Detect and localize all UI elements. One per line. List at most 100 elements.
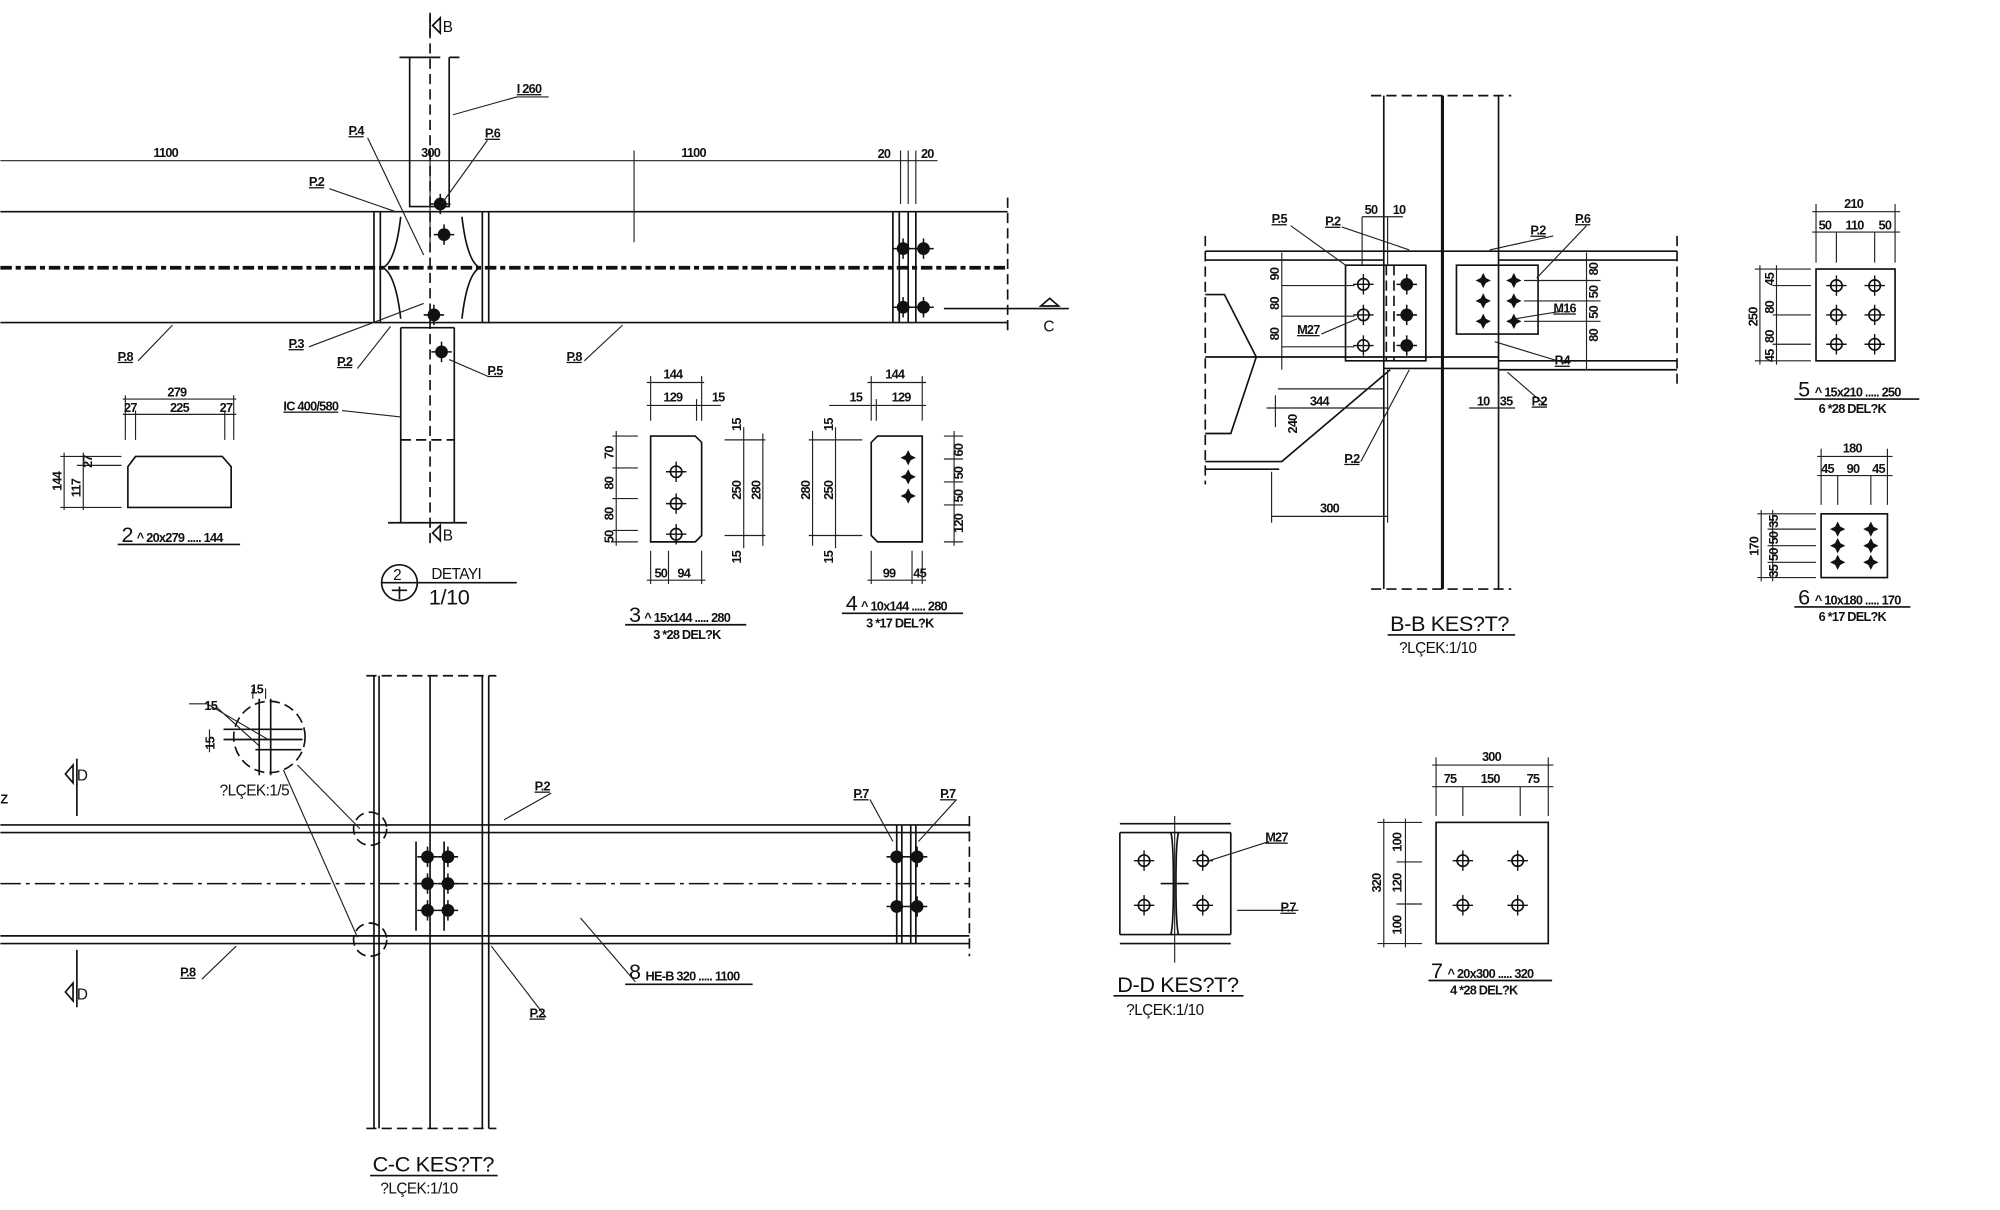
bolt-hole-icon <box>1825 274 1848 297</box>
dim: 15 <box>250 682 263 697</box>
dim: 80 <box>1586 262 1601 275</box>
callout-label: P.2 <box>309 174 325 189</box>
dim: 80 <box>1762 330 1777 343</box>
dim: 50 <box>1365 202 1378 217</box>
dim: 50 <box>1819 218 1832 233</box>
dim: 50 <box>951 489 966 502</box>
bolt-icon <box>436 872 459 895</box>
plate-holes: 4 *28 DEL?K <box>1450 983 1519 998</box>
callout-label: P.6 <box>485 126 501 141</box>
detail-title: DETAYI <box>431 566 481 583</box>
bolt-icon <box>1506 313 1522 329</box>
bolt-icon <box>1475 313 1491 329</box>
dim: 120 <box>1390 873 1405 893</box>
plate-mark: 5 <box>1798 377 1810 402</box>
dim: 20 <box>921 146 934 161</box>
bolt-hole-icon <box>1863 538 1879 554</box>
plate-mark: 7 <box>1431 958 1443 983</box>
plate-2: 279 27 225 27 144 117 27 2 ^ 20x279 ....… <box>50 385 241 547</box>
dim: 60 <box>951 443 966 456</box>
dim: 50 <box>1586 305 1601 318</box>
callout-leaders <box>137 96 623 418</box>
dim: 300 <box>421 145 441 160</box>
detail-2-elevation: 1100 300 1100 20 20 B B C <box>0 12 1069 609</box>
plate-5: 210 50 110 50 250 45 80 80 45 5 ^ 15x210… <box>1745 196 1920 416</box>
dim: 75 <box>1444 771 1457 786</box>
haunch <box>1205 293 1391 471</box>
member-mark: 8 <box>629 959 641 984</box>
dim: 35 <box>1766 564 1781 577</box>
callout-label: P.3 <box>289 336 305 351</box>
dim: 15 <box>712 390 725 405</box>
bolt-hole-icon <box>1863 554 1879 570</box>
dim: 35 <box>1500 393 1513 408</box>
splice-plates <box>892 211 917 323</box>
dim: 280 <box>748 480 763 500</box>
bolt-icon <box>1352 334 1375 357</box>
dim: 80 <box>1267 297 1282 310</box>
plate-holes: 3 *17 DEL?K <box>866 615 935 630</box>
dim: 15 <box>204 698 217 713</box>
dim: 80 <box>1762 300 1777 313</box>
dim: 117 <box>69 478 84 497</box>
bolt-icon <box>416 899 439 922</box>
dim: 90 <box>1267 267 1282 280</box>
dim: 50 <box>1878 218 1891 233</box>
dim: 45 <box>1762 272 1777 285</box>
column-stiffener <box>373 211 490 323</box>
dim: 15 <box>729 418 744 431</box>
bolt-hole-icon <box>1825 333 1848 356</box>
callout-label: I 260 <box>517 81 542 96</box>
dim: 15 <box>850 390 863 405</box>
section-bb: 50 10 90 80 80 80 50 50 80 344 240 300 1… <box>1204 94 1678 657</box>
plate-holes: 3 *28 DEL?K <box>653 627 722 642</box>
dim: 279 <box>167 385 187 400</box>
dim: 280 <box>798 480 813 500</box>
dim: 35 <box>1766 515 1781 528</box>
section-scale: ?LÇEK:1/10 <box>380 1180 457 1197</box>
callout-label: P.6 <box>1575 211 1591 226</box>
plate-holes: 6 *17 DEL?K <box>1819 609 1888 624</box>
callout-label: P.2 <box>535 779 551 794</box>
plate-spec: ^ 20x279 ..... 144 <box>137 530 225 545</box>
section-title: C-C KES?T? <box>373 1152 495 1177</box>
callout-label: P.2 <box>1532 393 1548 408</box>
end-plate-left <box>1344 264 1427 362</box>
dim: 150 <box>1481 771 1501 786</box>
bolt-icon <box>1395 273 1418 296</box>
dim: 129 <box>663 390 683 405</box>
plate-spec: ^ 20x300 ..... 320 <box>1448 966 1535 981</box>
dim: 10 <box>1393 202 1406 217</box>
plate-mark: 4 <box>846 591 858 616</box>
plate-mark: 6 <box>1798 584 1810 609</box>
callout-label: P.2 <box>337 354 353 369</box>
plate-6: 180 45 90 45 170 35 50 50 35 6 ^ 10x180 … <box>1747 441 1911 624</box>
callout-label: P.7 <box>940 786 956 801</box>
end-plate-right <box>1455 264 1539 335</box>
dim: 99 <box>883 566 896 581</box>
plate-spec: ^ 10x180 ..... 170 <box>1815 592 1902 607</box>
beam-left <box>1205 250 1678 371</box>
dim: 320 <box>1369 873 1384 893</box>
weld-detail: 15 15 15 ?LÇEK:1/5 <box>189 682 361 938</box>
dim: 90 <box>1847 461 1860 476</box>
dim: 344 <box>1310 393 1331 408</box>
bolt-icon <box>892 296 915 319</box>
callout-label: P.2 <box>1530 223 1546 238</box>
dim: 180 <box>1843 441 1863 456</box>
bolt-hole-icon <box>1830 521 1846 537</box>
dim: 144 <box>663 367 684 382</box>
plate-mark: 3 <box>629 602 641 627</box>
callout-label: P.5 <box>487 363 503 378</box>
section-marker-c: C <box>943 297 1069 336</box>
edge-label: Z <box>0 791 8 806</box>
dim: 15 <box>821 418 836 431</box>
bolt-hole-icon <box>1506 894 1529 917</box>
callout-label: P.4 <box>1555 353 1572 368</box>
callout-label: M27 <box>1265 830 1288 845</box>
detail-number: 2 <box>393 567 401 584</box>
section-marker-d: D D <box>64 758 88 1008</box>
section-marker-b-top: B <box>429 15 453 36</box>
dim: 50 <box>602 530 617 543</box>
bolt-icon <box>1395 334 1418 357</box>
